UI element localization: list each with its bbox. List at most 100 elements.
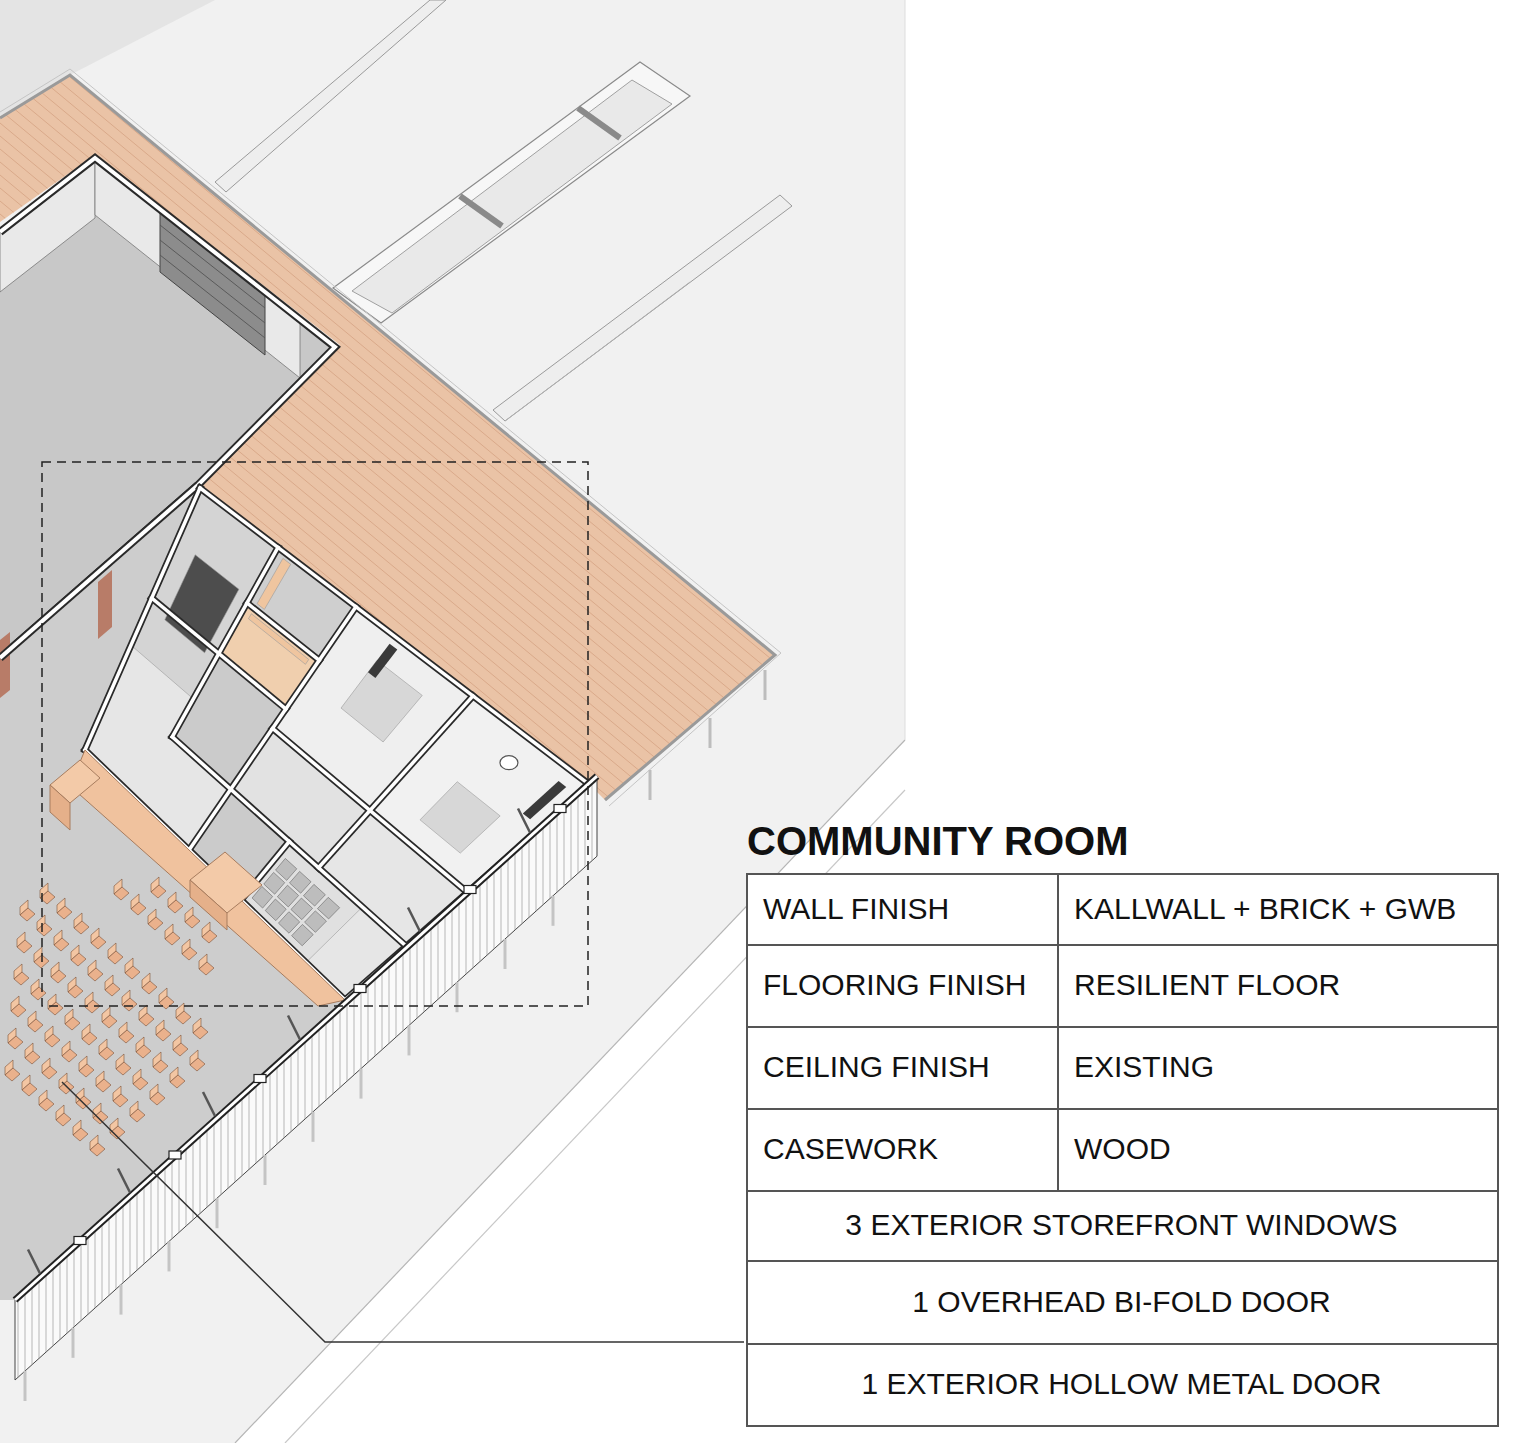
table-cell: FLOORING FINISH	[746, 944, 1059, 1028]
chair	[193, 1018, 208, 1039]
chair-seat	[151, 885, 166, 898]
table-cell: 3 EXTERIOR STOREFRONT WINDOWS	[746, 1190, 1499, 1262]
wall-cut	[85, 488, 200, 750]
kalwall-panel	[200, 1134, 201, 1214]
chair-seat	[190, 1058, 205, 1071]
planter-bed	[352, 80, 672, 313]
chair	[156, 1020, 171, 1041]
deck-plank	[0, 1007, 820, 1443]
kalwall-face	[15, 776, 597, 1380]
kalwall-panel	[305, 1039, 306, 1119]
chair	[17, 932, 32, 953]
kalwall-panel	[221, 1115, 222, 1195]
chair-seat	[90, 1143, 105, 1156]
chair	[102, 1007, 117, 1028]
chair	[11, 996, 26, 1017]
kalwall-panel	[186, 1146, 187, 1226]
door-swing	[28, 1250, 40, 1274]
chair	[173, 1035, 188, 1056]
chair	[148, 909, 163, 930]
kalwall-panel	[452, 907, 453, 987]
chair	[68, 977, 83, 998]
kalwall-panel	[592, 781, 593, 861]
kalwall-panel	[466, 894, 467, 974]
kalwall-panel	[263, 1077, 264, 1157]
kalwall-panel	[235, 1102, 236, 1182]
site-edge	[905, 0, 906, 740]
room-floor	[370, 696, 590, 893]
table-cell-text: CEILING FINISH	[763, 1049, 990, 1085]
kalwall-panel	[487, 875, 488, 955]
table-cell-text: WOOD	[1074, 1131, 1171, 1167]
kalwall-panel	[151, 1178, 152, 1258]
kalwall-panel	[431, 926, 432, 1006]
chairs	[5, 877, 217, 1156]
chair	[119, 1022, 134, 1043]
kalwall-panel	[361, 989, 362, 1069]
table-cell-text: 1 OVERHEAD BI-FOLD DOOR	[912, 1284, 1330, 1320]
table-cell-text: WALL FINISH	[763, 891, 949, 927]
kalwall-panel	[39, 1278, 40, 1358]
kalwall-panel	[172, 1159, 173, 1239]
planter-divider	[578, 108, 620, 138]
kalwall-panel	[46, 1272, 47, 1352]
deck-plank	[0, 0, 820, 167]
table-cell-text: FLOORING FINISH	[763, 967, 1026, 1003]
chair-seat	[51, 970, 66, 983]
chair-seat	[20, 908, 35, 921]
kalwall-panel	[375, 976, 376, 1056]
chair-seat	[99, 1047, 114, 1060]
enlarged-area-box	[42, 462, 588, 1006]
kalwall-panel	[179, 1152, 180, 1232]
kalwall-panel	[424, 932, 425, 1012]
chair-seat	[139, 1013, 154, 1026]
door-swing	[518, 809, 530, 833]
chair	[202, 922, 217, 943]
wall	[152, 598, 286, 709]
kalwall-panel	[95, 1228, 96, 1308]
kalwall-panel	[116, 1209, 117, 1289]
deck-plank	[0, 0, 820, 76]
kalwall-panel	[333, 1014, 334, 1094]
wall-cut	[200, 488, 590, 785]
chair-seat	[116, 1062, 131, 1075]
chair	[165, 924, 180, 945]
kalwall-panel	[298, 1045, 299, 1125]
chair	[108, 943, 123, 964]
leader-line	[62, 1082, 744, 1342]
chair	[20, 900, 35, 921]
chair-seat	[199, 962, 214, 975]
locker	[265, 899, 286, 921]
deck-post	[709, 718, 712, 748]
kalwall-panel	[242, 1096, 243, 1176]
chair	[182, 939, 197, 960]
wall	[172, 547, 278, 736]
deck-plank	[0, 448, 820, 1129]
chair-seat	[159, 996, 174, 1009]
deck-plank	[0, 0, 820, 37]
kalwall-panel	[67, 1253, 68, 1333]
chair	[8, 1028, 23, 1049]
deck-plank	[0, 0, 820, 50]
storefront-mullion	[554, 805, 566, 813]
deck-plank	[0, 0, 820, 193]
kalwall-panel	[326, 1020, 327, 1100]
kalwall-panel	[109, 1215, 110, 1295]
chair	[5, 1060, 20, 1081]
chair	[136, 1037, 151, 1058]
casework-box	[50, 785, 70, 830]
kalwall-panel	[340, 1008, 341, 1088]
chair-seat	[125, 966, 140, 979]
kalwall-panel	[508, 856, 509, 936]
table-cell: WOOD	[1057, 1108, 1499, 1192]
chair-seat	[73, 1128, 88, 1141]
storefront-mullion	[354, 985, 366, 993]
kalwall-panel	[137, 1190, 138, 1270]
locker	[278, 912, 299, 933]
chair-seat	[62, 1049, 77, 1062]
chair	[82, 1024, 97, 1045]
deck-planks	[0, 0, 820, 1443]
kalwall-panel	[347, 1001, 348, 1081]
deck-plank	[0, 0, 820, 180]
